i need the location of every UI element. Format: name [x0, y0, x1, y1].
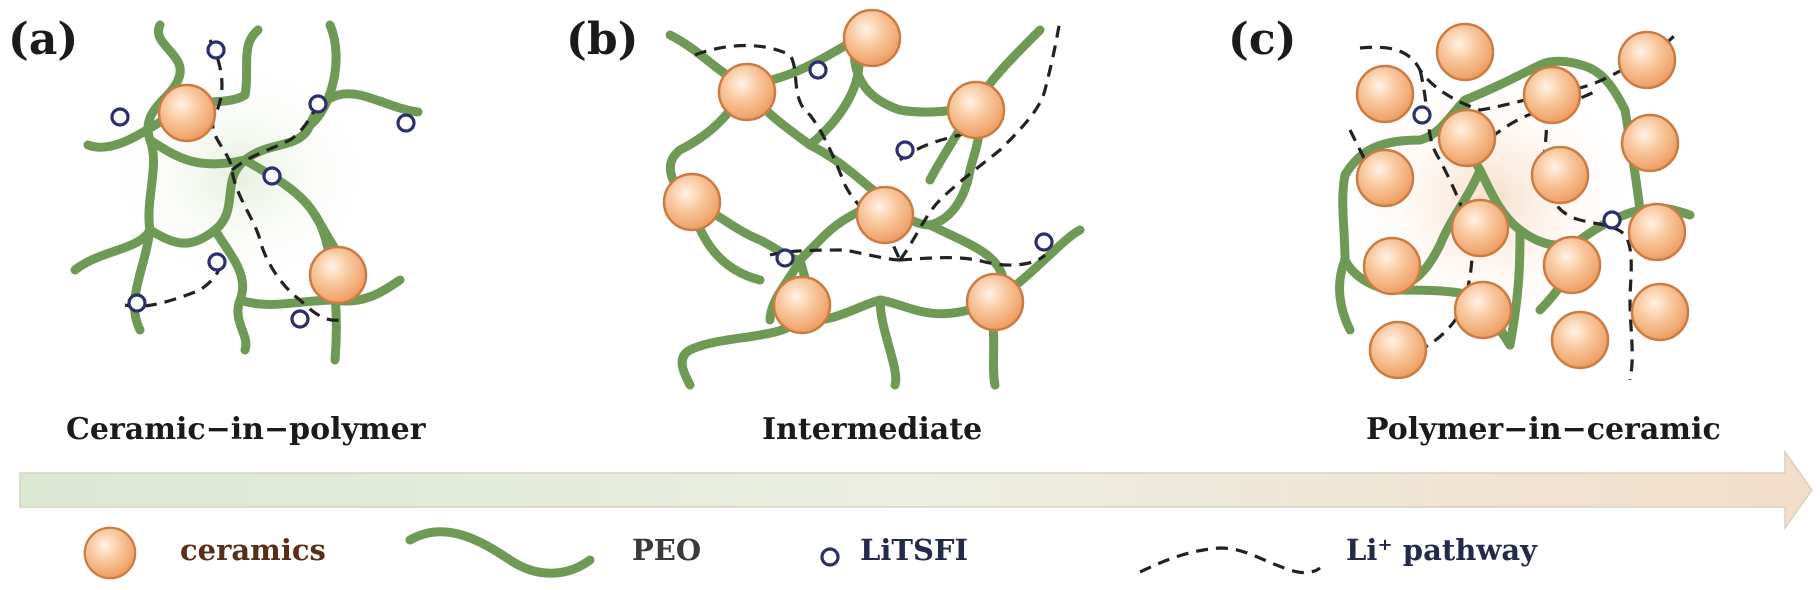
litsfi-ion [262, 166, 282, 186]
litsfi-ion [808, 60, 828, 80]
ceramic-particle [855, 185, 915, 245]
litsfi-ion [207, 252, 227, 272]
ceramic-particle [946, 80, 1006, 140]
ceramic-particle [1617, 30, 1677, 90]
litsfi-ion [308, 94, 328, 114]
litsfi-ion [290, 309, 310, 329]
ceramic-particle [1437, 108, 1497, 168]
legend-pathway-icon [1139, 546, 1321, 575]
ceramic-particle [1627, 202, 1687, 262]
legend-peo-label: PEO [632, 533, 702, 567]
panel-c-caption: Polymer−in−ceramic [1366, 412, 1721, 447]
ceramic-particle [1550, 310, 1610, 370]
panel-b-diagram [662, 8, 1085, 390]
ceramic-particle [1630, 282, 1690, 342]
litsfi-ion [396, 113, 416, 133]
legend [83, 526, 1321, 580]
ceramic-particle [965, 272, 1025, 332]
progression-arrow [19, 449, 1813, 531]
ceramic-particle [1450, 198, 1510, 258]
legend-litsfi-label: LiTSFI [860, 533, 969, 567]
litsfi-ion [1034, 232, 1054, 252]
panel-b-caption: Intermediate [762, 412, 983, 447]
ceramic-particle [1530, 145, 1590, 205]
panel-b-tag: (b) [566, 14, 639, 65]
panel-a-diagram [70, 20, 423, 365]
ceramic-particle [1620, 113, 1680, 173]
ceramic-particle [1355, 64, 1415, 124]
legend-ceramics-icon [83, 526, 137, 580]
panel-a-tag: (a) [8, 14, 79, 65]
ceramic-particle [308, 245, 368, 305]
litsfi-ion [1412, 105, 1432, 125]
litsfi-ion [775, 248, 795, 268]
panel-c-diagram [1335, 22, 1695, 381]
ceramic-particle [157, 83, 217, 143]
ceramic-particle [1453, 280, 1513, 340]
ceramic-particle [662, 172, 722, 232]
litsfi-ion [110, 107, 130, 127]
panel-a-caption: Ceramic−in−polymer [66, 412, 426, 447]
ceramic-particle [1522, 65, 1582, 125]
ceramic-particle [1368, 320, 1428, 380]
legend-ceramics-label: ceramics [180, 533, 326, 567]
ceramic-particle [842, 8, 902, 68]
litsfi-ion [895, 140, 915, 160]
ceramic-particle [1355, 148, 1415, 208]
litsfi-ion [127, 293, 147, 313]
legend-pathway-label: Li⁺ pathway [1346, 533, 1537, 567]
ceramic-particle [1362, 236, 1422, 296]
ceramic-particle [772, 275, 832, 335]
litsfi-ion [1602, 210, 1622, 230]
ceramic-particle [717, 62, 777, 122]
legend-peo-icon [405, 527, 595, 578]
panel-c-tag: (c) [1228, 14, 1297, 65]
litsfi-ion [206, 40, 226, 60]
legend-litsfi-icon [820, 547, 840, 567]
ceramic-particle [1435, 22, 1495, 82]
ceramic-particle [1542, 235, 1602, 295]
